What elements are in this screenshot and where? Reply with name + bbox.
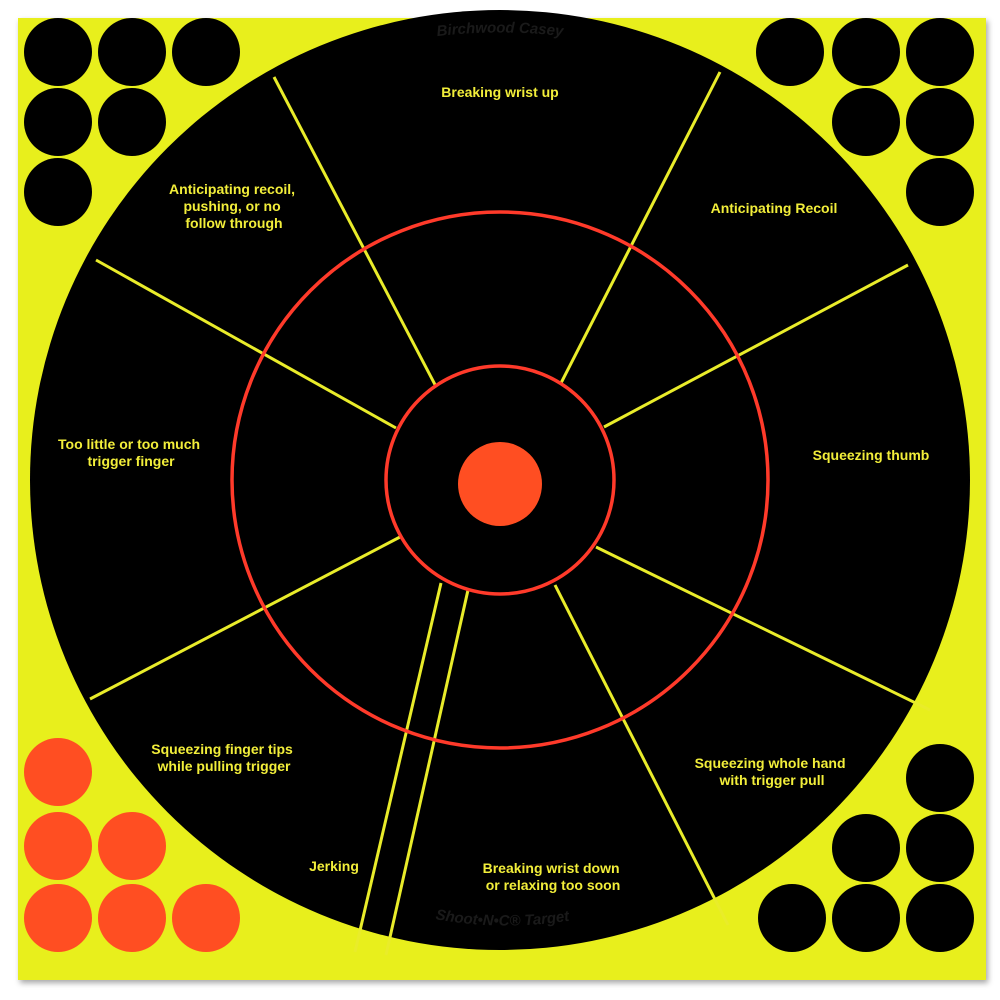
brand-bottom: Shoot•N•C® Target <box>434 906 571 929</box>
paster-dot <box>98 18 166 86</box>
zone-divider-line <box>353 582 443 953</box>
zone-label-top: Breaking wrist up <box>441 84 558 100</box>
paster-dot <box>832 88 900 156</box>
pasters-top-right <box>756 18 974 226</box>
paster-dot <box>172 18 240 86</box>
zone-label-left: Too little or too much trigger finger <box>58 436 204 469</box>
paster-dot <box>832 884 900 952</box>
paster-dot <box>24 812 92 880</box>
paster-dot <box>832 18 900 86</box>
zone-divider-line <box>603 263 909 429</box>
bullseye <box>458 442 542 526</box>
paster-dot <box>906 158 974 226</box>
brand-top: Birchwood Casey <box>436 19 565 40</box>
pasters-top-left <box>24 18 240 226</box>
paster-dot <box>832 814 900 882</box>
paster-dot <box>24 158 92 226</box>
zone-divider-line <box>557 71 722 388</box>
zone-divider-line <box>595 545 931 712</box>
paster-dot <box>98 812 166 880</box>
paster-dot <box>98 88 166 156</box>
pasters-bottom-right <box>758 744 974 952</box>
zone-label-bottom-left: Squeezing finger tips while pulling trig… <box>151 741 296 774</box>
pasters-bottom-left <box>24 738 240 952</box>
paster-dot <box>906 744 974 812</box>
zone-label-bottom: Breaking wrist down or relaxing too soon <box>483 860 624 893</box>
zone-divider-line <box>384 589 470 956</box>
zone-divider-line <box>95 258 397 430</box>
zone-divider-line <box>89 535 401 701</box>
paster-dot <box>756 18 824 86</box>
zone-divider-line <box>553 584 730 926</box>
zone-label-top-left: Anticipating recoil, pushing, or no foll… <box>169 181 299 231</box>
paster-dot <box>24 88 92 156</box>
paster-dot <box>24 18 92 86</box>
paster-dot <box>24 738 92 806</box>
zone-label-bottom-right: Squeezing whole hand with trigger pull <box>695 755 850 788</box>
paster-dot <box>906 814 974 882</box>
zone-divider-line <box>272 76 444 399</box>
zone-label-right: Squeezing thumb <box>813 447 930 463</box>
zone-dividers <box>89 71 931 956</box>
paster-dot <box>758 884 826 952</box>
paster-dot <box>906 18 974 86</box>
paster-dot <box>172 884 240 952</box>
paster-dot <box>906 884 974 952</box>
outer-ring <box>230 210 770 750</box>
paster-dot <box>24 884 92 952</box>
zone-label-bottom-narrow: Jerking <box>309 858 359 874</box>
paster-dot <box>98 884 166 952</box>
paster-dot <box>906 88 974 156</box>
zone-label-top-right: Anticipating Recoil <box>711 200 838 216</box>
